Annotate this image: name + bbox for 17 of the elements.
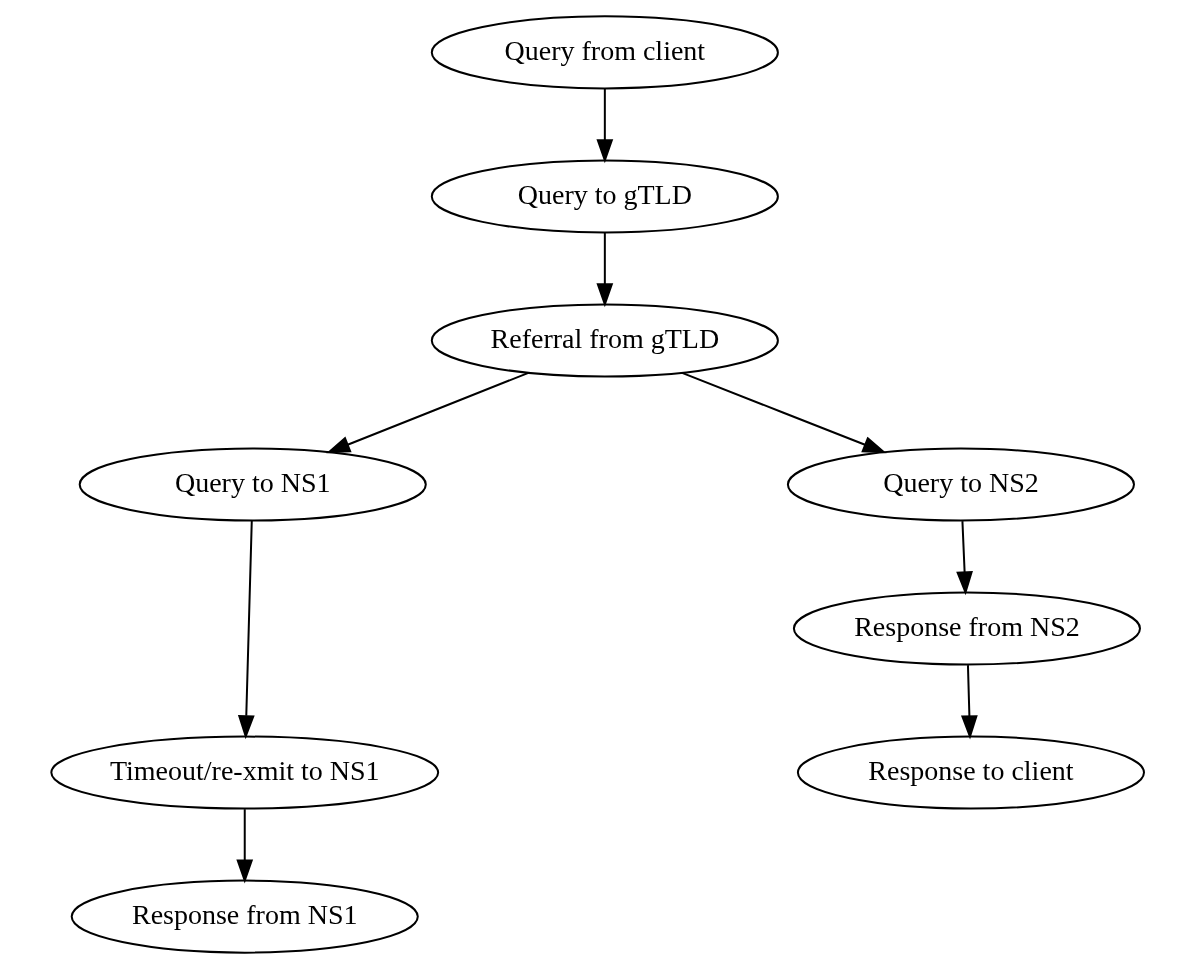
- arrow: [235, 808, 253, 884]
- node-ellipse: Response to client: [796, 735, 1145, 810]
- node-ellipse: Query to gTLD: [430, 159, 779, 234]
- arrow: [325, 371, 529, 454]
- node-ellipse: Query from client: [430, 15, 779, 90]
- arrow: [960, 664, 978, 740]
- arrow: [680, 371, 887, 454]
- node-ellipse: Timeout/re-xmit to NS1: [49, 735, 439, 810]
- node-ellipse: Response from NS1: [70, 879, 419, 954]
- node-ellipse: Referral from gTLD: [430, 303, 779, 378]
- arrow: [595, 232, 613, 308]
- arrow: [237, 519, 255, 740]
- node-ellipse: Query to NS1: [78, 447, 427, 522]
- node-ellipse: Query to NS2: [786, 447, 1135, 522]
- node-ellipse: Response from NS2: [792, 591, 1141, 666]
- arrow: [595, 88, 613, 164]
- arrow: [955, 520, 973, 596]
